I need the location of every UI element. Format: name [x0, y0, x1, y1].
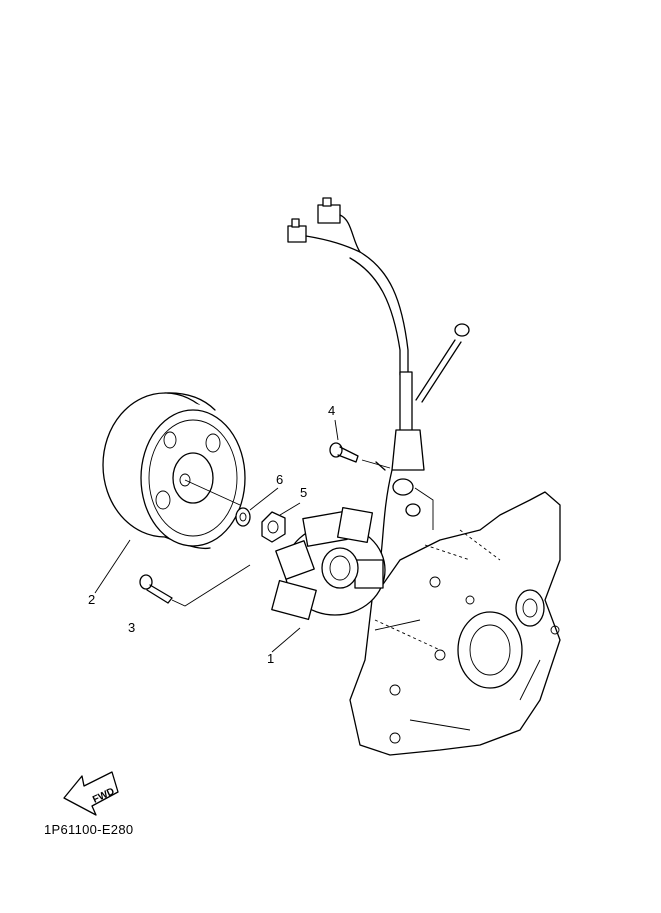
- bolt-3: [139, 574, 173, 604]
- callout-2: 2: [88, 592, 96, 607]
- flywheel-rotor: [102, 392, 265, 555]
- wire-harness: [287, 197, 470, 581]
- callout-1: 1: [267, 651, 275, 666]
- nut: [261, 511, 286, 543]
- callout-5: 5: [300, 485, 308, 500]
- diagram-code: 1P61100-E280: [44, 822, 134, 837]
- stator: [271, 506, 386, 621]
- callout-6: 6: [276, 472, 284, 487]
- fwd-arrow-icon: [63, 771, 119, 816]
- bolt-4: [329, 442, 359, 463]
- washer: [235, 507, 251, 527]
- callout-3: 3: [128, 620, 136, 635]
- leader-lines: [94, 419, 501, 653]
- callout-4: 4: [328, 403, 336, 418]
- crankcase-cover: [349, 491, 561, 756]
